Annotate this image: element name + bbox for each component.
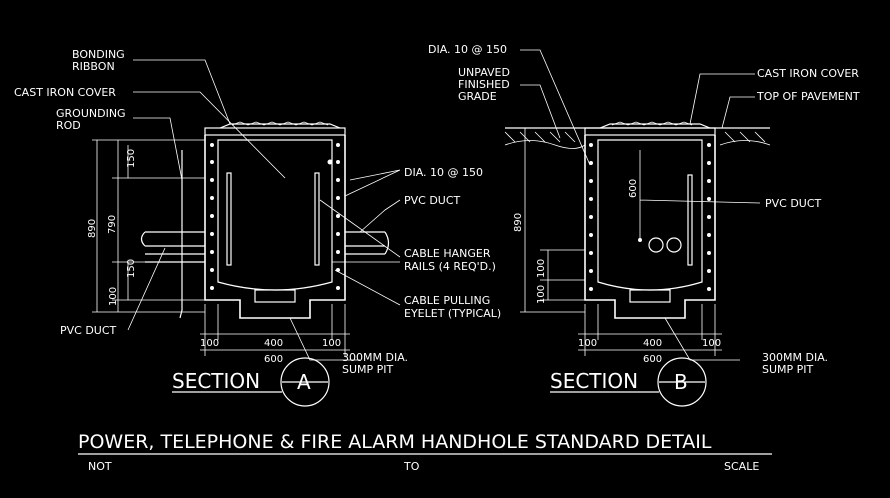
label-cast-iron-cover-a: CAST IRON COVER bbox=[14, 86, 116, 99]
dim-width-100-right-b: 100 bbox=[702, 338, 721, 349]
label-grounding-rod-line1: GROUNDING bbox=[56, 107, 126, 120]
label-unpaved-line1: UNPAVED bbox=[458, 66, 510, 79]
label-cable-pulling-line1: CABLE PULLING bbox=[404, 294, 490, 307]
label-dia-rebar-b: DIA. 10 @ 150 bbox=[428, 43, 507, 56]
dim-890-a: 890 bbox=[87, 219, 98, 238]
label-bonding-ribbon-line1: BONDING bbox=[72, 48, 125, 61]
dim-890-b: 890 bbox=[513, 213, 524, 232]
dim-width-100-left-a: 100 bbox=[200, 338, 219, 349]
dim-100-b-lower: 100 bbox=[536, 285, 547, 304]
dim-width-100-left-b: 100 bbox=[578, 338, 597, 349]
dim-100-left-a: 100 bbox=[108, 287, 119, 306]
section-b-title: SECTION bbox=[550, 369, 638, 393]
subtitle-to: TO bbox=[403, 460, 420, 473]
label-cable-pulling-line2: EYELET (TYPICAL) bbox=[404, 307, 501, 320]
label-pvc-duct-a-left: PVC DUCT bbox=[60, 324, 117, 337]
dim-150-top-a: 150 bbox=[126, 149, 137, 168]
label-cable-hanger-line1: CABLE HANGER bbox=[404, 247, 491, 260]
label-cast-iron-cover-b: CAST IRON COVER bbox=[757, 67, 859, 80]
label-bonding-ribbon-line2: RIBBON bbox=[72, 60, 115, 73]
label-unpaved-line3: GRADE bbox=[458, 90, 497, 103]
label-sump-pit-a-line2: SUMP PIT bbox=[342, 363, 394, 376]
dim-790-a: 790 bbox=[107, 215, 118, 234]
section-a-letter: A bbox=[297, 370, 311, 394]
subtitle-scale: SCALE bbox=[724, 460, 759, 473]
section-a-title: SECTION bbox=[172, 369, 260, 393]
dim-width-600-a: 600 bbox=[264, 354, 283, 365]
label-dia-rebar-a: DIA. 10 @ 150 bbox=[404, 166, 483, 179]
dim-width-600-b: 600 bbox=[643, 354, 662, 365]
section-b-letter: B bbox=[674, 370, 688, 394]
label-cable-hanger-line2: RAILS (4 REQ'D.) bbox=[404, 260, 496, 273]
label-unpaved-line2: FINISHED bbox=[458, 78, 510, 91]
label-sump-pit-b-line2: SUMP PIT bbox=[762, 363, 814, 376]
label-sump-pit-a-line1: 300MM DIA. bbox=[342, 351, 408, 364]
dim-width-100-right-a: 100 bbox=[322, 338, 341, 349]
label-sump-pit-b-line1: 300MM DIA. bbox=[762, 351, 828, 364]
dim-150-bot-a: 150 bbox=[126, 259, 137, 278]
dim-600-b: 600 bbox=[628, 179, 639, 198]
label-pvc-duct-b: PVC DUCT bbox=[765, 197, 822, 210]
section-b-drawing bbox=[504, 49, 771, 407]
dim-width-400-b: 400 bbox=[643, 338, 662, 349]
label-grounding-rod-line2: ROD bbox=[56, 119, 81, 132]
section-a-drawing bbox=[92, 59, 401, 407]
subtitle-not: NOT bbox=[88, 460, 112, 473]
label-pvc-duct-a-right: PVC DUCT bbox=[404, 194, 461, 207]
drawing-title: POWER, TELEPHONE & FIRE ALARM HANDHOLE S… bbox=[78, 431, 712, 453]
dim-100-b-upper: 100 bbox=[536, 259, 547, 278]
label-top-of-pavement: TOP OF PAVEMENT bbox=[756, 90, 860, 103]
dim-width-400-a: 400 bbox=[264, 338, 283, 349]
